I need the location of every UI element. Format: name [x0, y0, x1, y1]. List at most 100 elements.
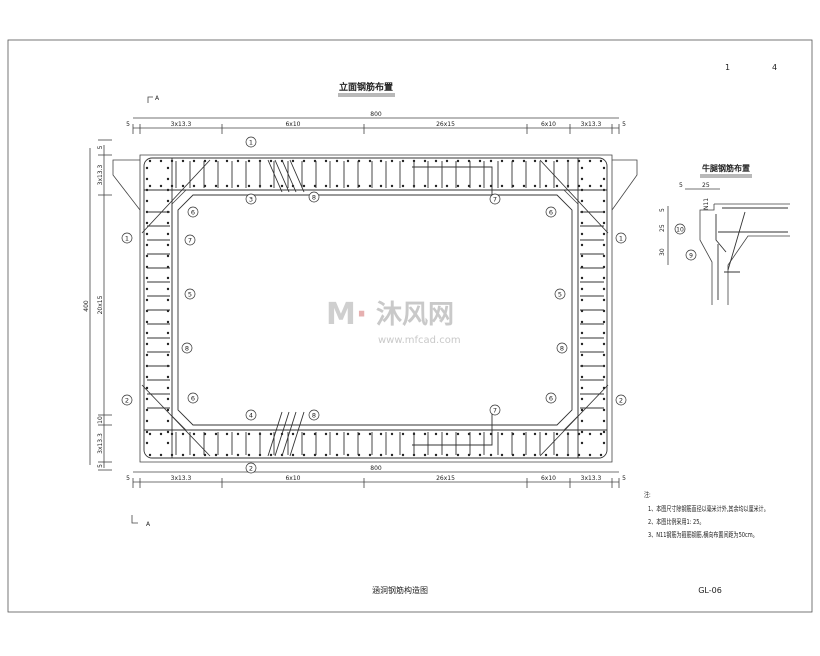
rebar-dot	[269, 159, 273, 163]
rebar-dot	[302, 453, 306, 457]
rebar-dot	[225, 453, 229, 457]
sheet-border	[7, 39, 813, 613]
rebar-dot	[580, 188, 584, 192]
rebar-dot	[423, 184, 427, 188]
inclined-bar	[289, 159, 305, 193]
rebar-dot	[159, 432, 163, 436]
rebar-dot	[166, 419, 170, 423]
rebar-dot	[478, 453, 482, 457]
callout-circle	[121, 394, 133, 406]
dim-segment: 3x13.3	[97, 164, 104, 185]
rebar-dot	[401, 184, 405, 188]
rebar-dot	[170, 432, 174, 436]
dim-segment: 3x13.3	[97, 433, 104, 454]
rebar-dot	[236, 432, 240, 436]
rebar-dot	[522, 453, 526, 457]
rebar-dot	[456, 184, 460, 188]
inclined-bar	[274, 411, 290, 457]
rebar-dot	[580, 408, 584, 412]
rebar-dot	[580, 232, 584, 236]
rebar-dot	[580, 243, 584, 247]
rebar-dot	[580, 254, 584, 258]
rebar-dot	[302, 159, 306, 163]
rebar-dot	[580, 375, 584, 379]
rebar-dot	[302, 184, 306, 188]
inclined-bar	[281, 411, 297, 457]
rebar-dot	[434, 432, 438, 436]
dim-total: 400	[83, 300, 90, 312]
dim-segment: 6x10	[285, 121, 300, 128]
rebar-dot	[192, 159, 196, 163]
callout-circle	[245, 136, 257, 148]
rebar-dot	[145, 276, 149, 280]
rebar-dot	[280, 184, 284, 188]
dim-segment: 5	[126, 121, 130, 128]
rebar-dot	[145, 298, 149, 302]
inclined-bar	[289, 411, 305, 457]
callout-number-2: 2	[125, 397, 129, 405]
callout-number-6: 6	[191, 209, 195, 217]
rebar-dot	[390, 432, 394, 436]
rebar-dot	[580, 331, 584, 335]
rebar-dot	[145, 320, 149, 324]
rebar-dot	[166, 287, 170, 291]
rebar-dot	[346, 184, 350, 188]
rebar-dot	[192, 184, 196, 188]
watermark-brand: 沐风网	[376, 300, 455, 330]
rebar-dot	[159, 159, 163, 163]
rebar-dot	[236, 159, 240, 163]
callout-number-4: 4	[249, 412, 253, 420]
rebar-dot	[346, 453, 350, 457]
rebar-dot	[489, 184, 493, 188]
rebar-dot	[401, 159, 405, 163]
rebar-dot	[555, 453, 559, 457]
rebar-dot	[166, 166, 170, 170]
corbel-bar-label: N11	[703, 198, 710, 210]
rebar-dot	[148, 184, 152, 188]
rebar-dot	[577, 184, 581, 188]
rebar-dot	[478, 432, 482, 436]
rebar-dot	[181, 159, 185, 163]
rebar-dot	[170, 453, 174, 457]
rebar-dot	[166, 441, 170, 445]
rebar-dot	[166, 254, 170, 258]
callout-circle	[615, 394, 627, 406]
inclined-bar	[267, 159, 283, 193]
callout-circle	[545, 392, 557, 404]
rebar-dot	[166, 177, 170, 181]
rebar-dot	[236, 453, 240, 457]
rebar-dot	[335, 159, 339, 163]
rebar-dot	[346, 159, 350, 163]
rebar-dot	[533, 159, 537, 163]
rebar-dot	[580, 441, 584, 445]
rebar-dot	[602, 166, 606, 170]
rebar-dot	[324, 159, 328, 163]
rebar-dot	[602, 419, 606, 423]
rebar-dot	[166, 375, 170, 379]
callout-circle	[187, 206, 199, 218]
rebar-dot	[145, 188, 149, 192]
rebar-dot	[170, 159, 174, 163]
corbel-dim-h-1: 5	[679, 182, 683, 189]
rebar-dot	[456, 453, 460, 457]
rebar-dot	[166, 276, 170, 280]
dim-segment: 5	[126, 475, 130, 482]
rebar-dot	[401, 432, 405, 436]
callout-number-8: 8	[560, 345, 564, 353]
callout-number-8: 8	[312, 412, 316, 420]
dim-segment: 26x15	[436, 475, 455, 482]
callout-circle	[489, 193, 501, 205]
rebar-dot	[489, 159, 493, 163]
rebar-dot	[500, 184, 504, 188]
rebar-dot	[580, 386, 584, 390]
rebar-dot	[166, 386, 170, 390]
rebar-dot	[602, 221, 606, 225]
inclined-bar	[267, 411, 283, 457]
watermark-url: www.mfcad.com	[378, 335, 461, 346]
page-number-2: 4	[772, 63, 777, 72]
rebar-dot	[145, 386, 149, 390]
rebar-dot	[145, 430, 149, 434]
rebar-dot	[145, 408, 149, 412]
rebar-dot	[181, 453, 185, 457]
